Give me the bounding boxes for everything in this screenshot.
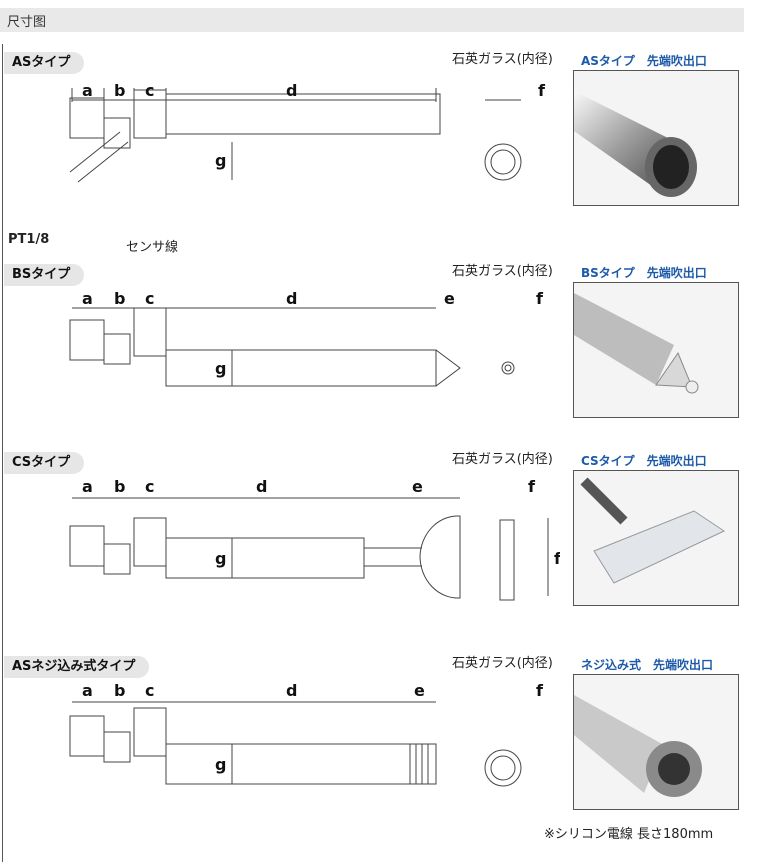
nozzle-image-bs: [574, 293, 699, 394]
dim-b: b: [114, 681, 125, 700]
dim-e: e: [444, 289, 455, 308]
dim-b: b: [114, 477, 125, 496]
dim-f: f: [538, 81, 546, 100]
quartz-label: 石英ガラス(内径): [452, 52, 553, 67]
nozzle-photo-as: [573, 70, 739, 206]
nozzle-photo-screw: [573, 674, 739, 810]
section-tag-cs: CSタイプ: [4, 452, 85, 474]
dimension-drawing-screw: a b c d e g f: [69, 681, 544, 787]
dim-d: d: [286, 681, 297, 700]
photo-label-cs: CSタイプ 先端吹出口: [581, 454, 707, 468]
dimension-drawing-cs: a b c d e g f f: [69, 477, 560, 601]
section-tag-as-screw: ASネジ込み式タイプ: [4, 656, 150, 678]
section-tag-bs: BSタイプ: [4, 264, 85, 286]
quartz-label: 石英ガラス(内径): [452, 656, 553, 671]
dim-f-side: f: [554, 549, 560, 568]
dim-f-top: f: [528, 477, 536, 496]
dim-e: e: [414, 681, 425, 700]
nozzle-image-as: [574, 91, 697, 197]
dim-g: g: [215, 151, 226, 170]
dim-a: a: [82, 81, 93, 100]
quartz-label: 石英ガラス(内径): [452, 264, 553, 279]
photo-label-as: ASタイプ 先端吹出口: [581, 54, 707, 68]
dim-g: g: [215, 359, 226, 378]
nozzle-photo-cs: [573, 470, 739, 606]
dim-c: c: [145, 81, 154, 100]
photo-label-screw: ネジ込み式 先端吹出口: [581, 658, 714, 672]
dim-c: c: [145, 477, 154, 496]
dim-b: b: [114, 289, 125, 308]
nozzle-photo-bs: [573, 282, 739, 418]
section-header: 尺寸图: [0, 8, 744, 32]
dim-f: f: [536, 681, 544, 700]
sensor-wire-label: センサ線: [126, 240, 179, 255]
photo-label-bs: BSタイプ 先端吹出口: [581, 266, 707, 280]
section-tag-as: ASタイプ: [4, 52, 85, 74]
dimension-drawing-as: a b c d g f: [69, 81, 546, 183]
dim-d: d: [256, 477, 267, 496]
dim-c: c: [145, 681, 154, 700]
nozzle-image-cs: [580, 477, 726, 584]
quartz-label: 石英ガラス(内径): [452, 452, 553, 467]
dim-b: b: [114, 81, 125, 100]
pt-thread-label: PT1/8: [8, 232, 50, 247]
nozzle-image-screw: [574, 695, 702, 797]
dim-d: d: [286, 289, 297, 308]
cable-note: ※シリコン電線 長さ180mm: [544, 827, 714, 842]
left-rule: [2, 44, 3, 862]
dim-c: c: [145, 289, 154, 308]
page-title: 尺寸图: [7, 15, 47, 30]
dim-e: e: [412, 477, 423, 496]
dim-g: g: [215, 549, 226, 568]
dim-a: a: [82, 477, 93, 496]
dimension-drawing-bs: a b c d e g f: [69, 289, 544, 387]
dim-d: d: [286, 81, 297, 100]
dim-a: a: [82, 681, 93, 700]
dim-g: g: [215, 755, 226, 774]
dim-f: f: [536, 289, 544, 308]
dim-a: a: [82, 289, 93, 308]
